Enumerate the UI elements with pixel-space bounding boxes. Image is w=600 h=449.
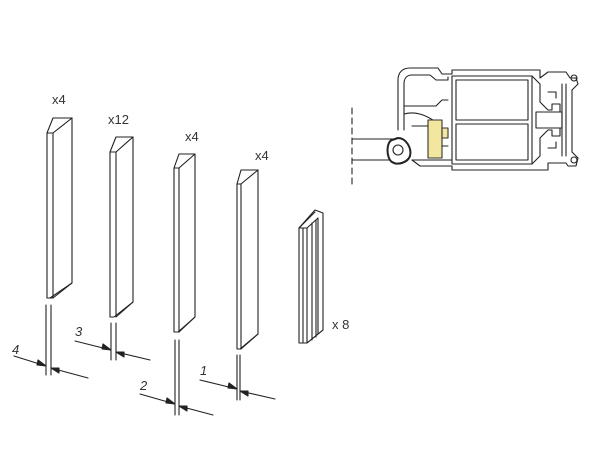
dimension-2 (139, 339, 214, 416)
thickness-label-4: 4 (12, 342, 19, 357)
thickness-label-2: 2 (139, 378, 148, 393)
packer-strip-4mm (46, 117, 73, 299)
packer-4mm-quantity: x4 (52, 92, 66, 107)
glazing-gasket (298, 209, 324, 344)
packer-strip-1mm (236, 169, 259, 350)
dimension-4 (13, 304, 89, 379)
frame-section-detail (351, 67, 579, 187)
dimension-3 (74, 322, 151, 361)
packer-strip-3mm (109, 136, 134, 318)
glass-pane (351, 138, 395, 161)
packer-strip-2mm (173, 153, 196, 333)
packer-2mm-quantity: x4 (185, 129, 199, 144)
gasket-quantity: x 8 (332, 317, 349, 332)
glazing-bead-gasket (386, 137, 412, 165)
packer-1mm-quantity: x4 (255, 148, 269, 163)
thickness-label-1: 1 (200, 363, 207, 378)
thickness-label-3: 3 (75, 324, 83, 339)
packer-3mm-quantity: x12 (108, 112, 129, 127)
dimension-1 (199, 354, 276, 401)
